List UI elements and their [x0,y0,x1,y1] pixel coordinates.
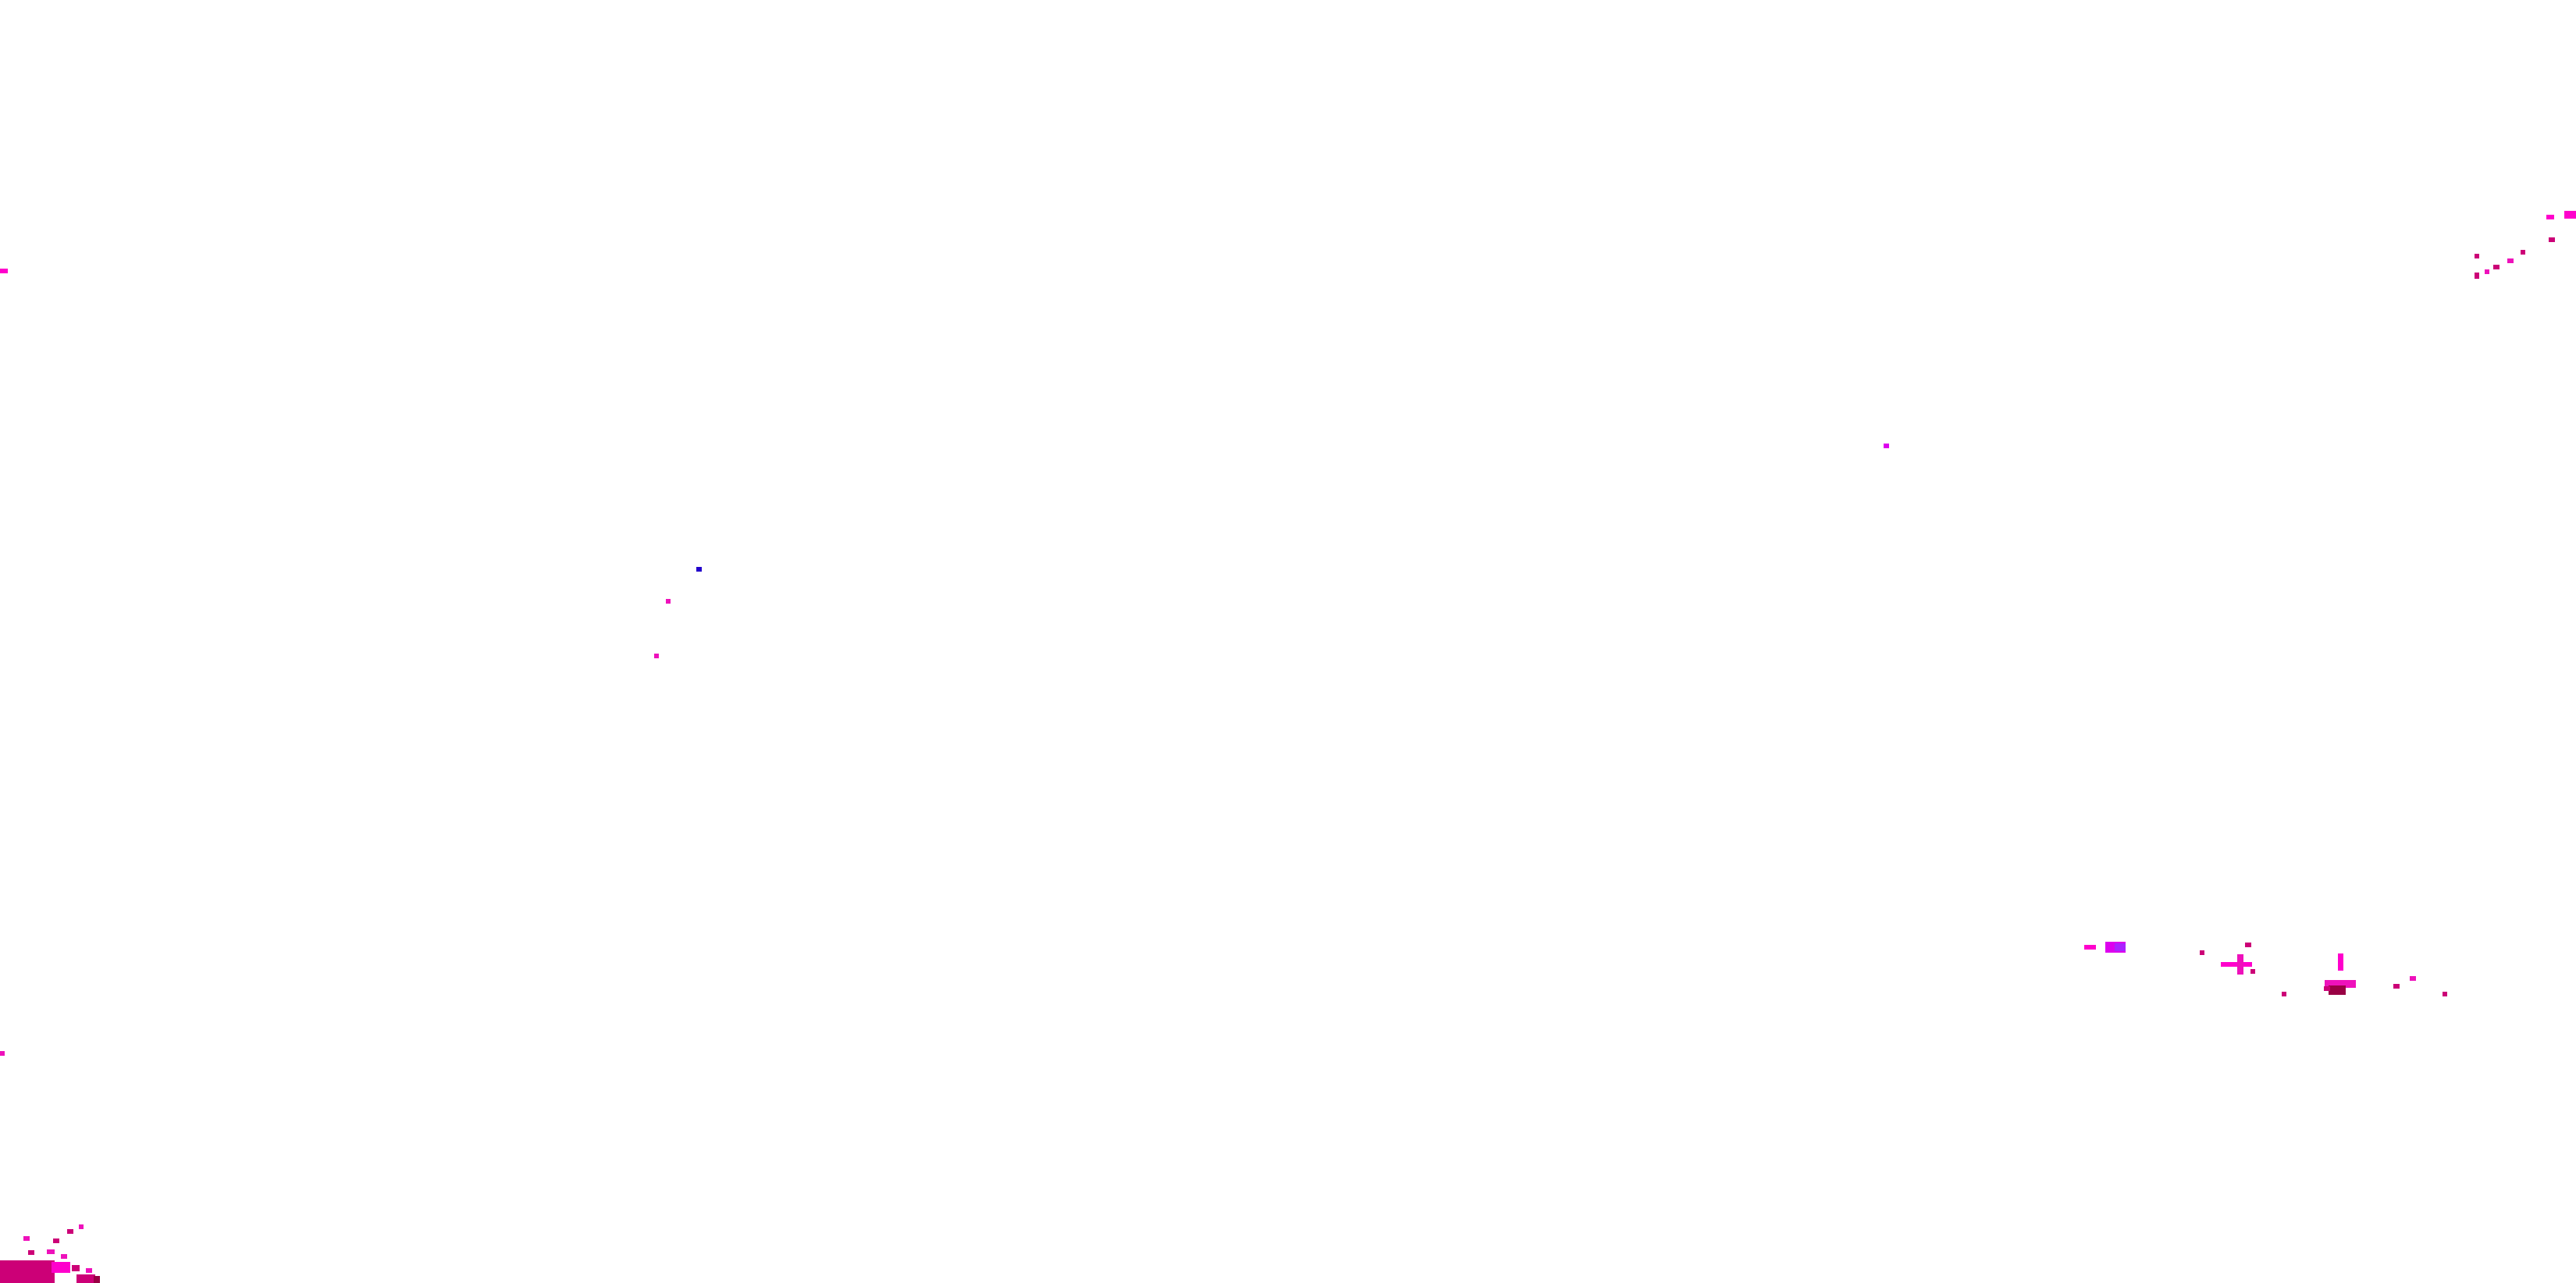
pixel-speck [2329,985,2346,995]
pixel-speck [47,1249,55,1254]
pixel-speck [52,1262,70,1273]
pixel-speck [2245,943,2251,947]
pixel-speck [2200,950,2204,955]
pixel-speck [53,1238,59,1243]
pixel-speckles [0,211,2576,1283]
pixel-speck [2338,953,2343,971]
pixel-speck [0,1260,55,1283]
pixel-speck [0,1051,5,1056]
pixel-speck [2221,962,2252,967]
pixel-speck [23,1236,30,1241]
pixel-speck [2475,273,2479,279]
pixel-speck [94,1276,100,1283]
pixel-speck [86,1268,92,1273]
pixel-speck [72,1265,80,1271]
pixel-speck [654,654,659,658]
pixel-speck [2564,211,2576,219]
pixel-speck [2237,954,2243,975]
pixel-speck [2443,992,2447,996]
pixel-speck [2485,269,2489,274]
pixel-speck [28,1250,34,1255]
pixel-speck [696,567,702,572]
pixel-speck [2393,984,2400,989]
pixel-speck [61,1254,67,1259]
pixel-speck [2115,943,2126,951]
pixel-speck [2493,265,2500,269]
pixel-speck [2410,976,2416,981]
pixel-speck [2282,992,2286,996]
pixel-speck [1884,444,1889,448]
pixel-speck [0,269,8,273]
pixel-speck [666,599,671,604]
pixel-speck [67,1229,73,1234]
pixel-speck [2475,254,2479,258]
pixel-speck [76,1274,95,1283]
pixel-speck [2250,969,2255,974]
pixel-speck [2546,215,2554,219]
pixel-speck [2324,986,2330,991]
pixel-speck [79,1224,84,1229]
pixel-speck [2325,980,2356,988]
pixel-speck [2507,258,2514,263]
pixel-speck [2549,237,2555,242]
pixel-speck [2084,945,2096,950]
pixel-speck [2521,250,2525,255]
